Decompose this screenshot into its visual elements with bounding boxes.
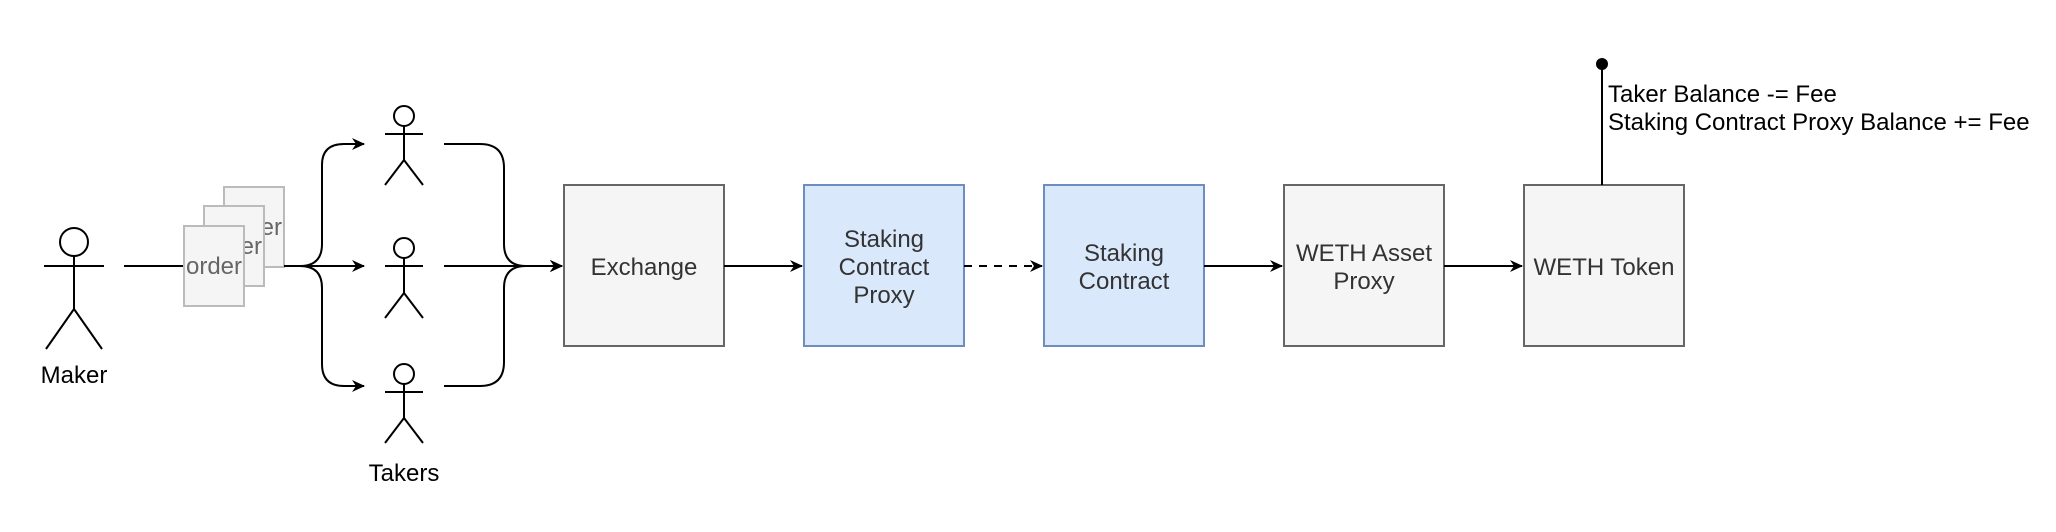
weth-asset-proxy-label-line1: WETH Asset [1296, 240, 1432, 267]
maker-actor [44, 227, 104, 350]
exchange-box: Exchange [563, 184, 725, 347]
note-line-2: Staking Contract Proxy Balance += Fee [1608, 109, 2030, 136]
weth-asset-proxy-box: WETH Asset Proxy [1283, 184, 1445, 347]
staking-contract-proxy-label-line2: Contract [839, 254, 930, 281]
note-line-1: Taker Balance -= Fee [1608, 81, 1837, 108]
order-to-taker-bottom-arrow [284, 265, 365, 392]
taker-actor-bottom [384, 363, 424, 444]
exchange-label: Exchange [591, 254, 698, 281]
taker-top-to-exchange-arrow [444, 143, 563, 272]
order-to-taker-top-arrow [284, 138, 365, 267]
note-anchor-dot [1596, 58, 1608, 70]
takers-label: Takers [369, 460, 440, 487]
staking-contract-proxy-box: Staking Contract Proxy [803, 184, 965, 347]
staking-contract-label-line2: Contract [1079, 268, 1170, 295]
weth-asset-proxy-label-line2: Proxy [1333, 268, 1394, 295]
order-label-front: order [186, 253, 242, 280]
staking-contract-label-line1: Staking [1084, 240, 1164, 267]
order-card-front [183, 225, 245, 307]
taker-actor-middle [384, 237, 424, 319]
taker-bottom-to-exchange-arrow [444, 260, 563, 387]
weth-token-box: WETH Token [1523, 184, 1685, 347]
staking-contract-proxy-label-line1: Staking [844, 226, 924, 253]
order-stack: order order order [183, 186, 285, 307]
maker-label: Maker [41, 362, 108, 389]
taker-actor-top [384, 105, 424, 186]
staking-contract-proxy-label-line3: Proxy [853, 282, 914, 309]
weth-token-label: WETH Token [1534, 254, 1675, 281]
staking-contract-box: Staking Contract [1043, 184, 1205, 347]
